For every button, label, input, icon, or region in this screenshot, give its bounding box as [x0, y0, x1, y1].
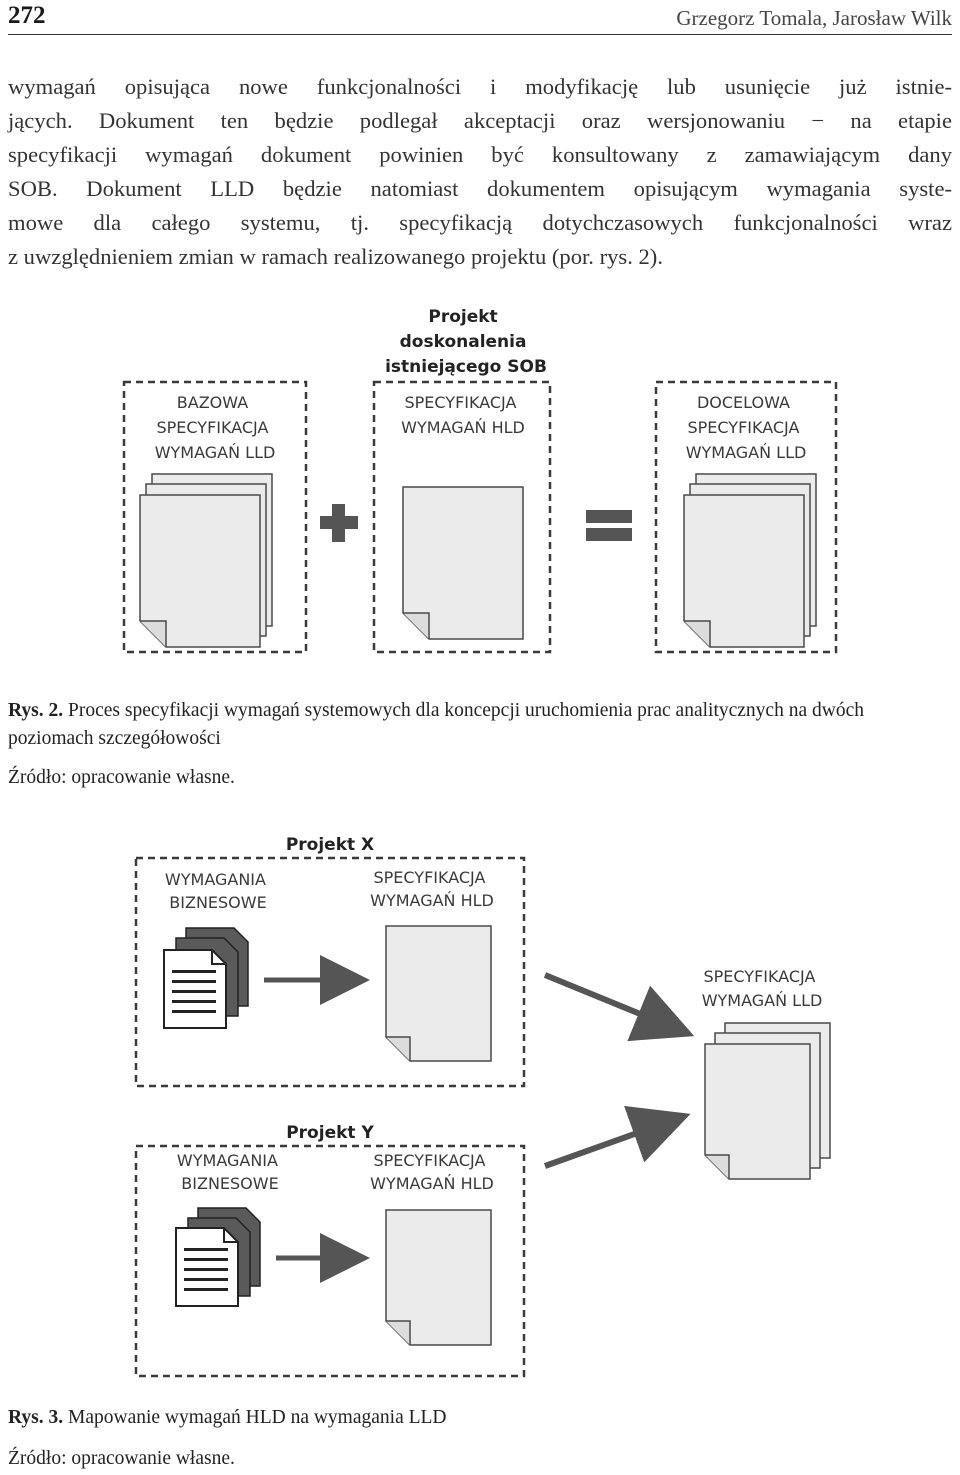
business-label-y: WYMAGANIA BIZNESOWE [177, 1151, 283, 1193]
caption-label: Rys. 2. [8, 700, 64, 721]
document-stack-icon [683, 473, 817, 648]
running-header: 272 Grzegorz Tomala, Jarosław Wilk [8, 0, 952, 35]
caption-label: Rys. 3. [8, 1407, 64, 1428]
project-y-title: Projekt Y [286, 1123, 374, 1143]
project-x-title: Projekt X [286, 835, 374, 855]
baseline-lld-box [122, 380, 308, 654]
figure-2-caption: Rys. 2. Proces specyfikacji wymagań syst… [8, 697, 952, 753]
business-documents-icon [163, 927, 249, 1029]
paragraph-line: SOB. Dokument LLD będzie natomiast dokum… [8, 176, 952, 201]
mapping-arrow-y [543, 1105, 691, 1169]
running-head-authors: Grzegorz Tomala, Jarosław Wilk [676, 6, 952, 30]
hld-label-x: SPECYFIKACJA WYMAGAŃ HLD [370, 868, 494, 910]
caption-text: Mapowanie wymagań HLD na wymagania LLD [68, 1407, 447, 1428]
figure-2: Projekt doskonalenia istniejącego SOB BA… [122, 307, 838, 654]
plus-icon [320, 504, 358, 542]
target-lld-document-stack-icon [704, 1022, 831, 1180]
target-lld-box [654, 380, 838, 654]
project-y-box [134, 1144, 526, 1378]
hld-box [372, 380, 552, 654]
mapping-arrow-x [543, 972, 695, 1042]
equals-icon [586, 510, 632, 541]
hld-document-icon-x [385, 925, 492, 1062]
hld-label: SPECYFIKACJA WYMAGAŃ HLD [401, 393, 525, 437]
hld-label-y: SPECYFIKACJA WYMAGAŃ HLD [370, 1151, 494, 1193]
paragraph-line: z uwzględnieniem zmian w ramach realizow… [8, 244, 663, 269]
caption-text: Proces specyfikacji wymagań systemowych … [8, 700, 864, 749]
paragraph-line: mowe dla całego systemu, tj. specyfikacj… [8, 210, 952, 235]
page-number: 272 [8, 2, 46, 29]
paragraph-line: specyfikacji wymagań dokument powinien b… [8, 142, 952, 167]
figure-3-source: Źródło: opracowanie własne. [8, 1448, 235, 1469]
figure-3-caption: Rys. 3. Mapowanie wymagań HLD na wymagan… [8, 1404, 952, 1432]
hld-document-icon-y [385, 1209, 492, 1346]
project-x-box [134, 856, 526, 1088]
document-icon [402, 486, 524, 640]
document-stack-icon [139, 473, 273, 648]
target-lld-label-3: SPECYFIKACJA WYMAGAŃ LLD [702, 967, 823, 1010]
paragraph-line: wymagań opisująca nowe funkcjonalności i… [8, 74, 952, 99]
baseline-lld-label: BAZOWA SPECYFIKACJA WYMAGAŃ LLD [155, 393, 276, 462]
figure-3: Projekt X WYMAGANIA BIZNESOWE SPECYFIKAC… [134, 835, 831, 1378]
business-label-x: WYMAGANIA BIZNESOWE [165, 870, 271, 912]
body-paragraph: wymagań opisująca nowe funkcjonalności i… [8, 70, 952, 274]
project-title: Projekt doskonalenia istniejącego SOB [385, 307, 547, 377]
business-documents-icon [175, 1207, 261, 1307]
figure-2-source: Źródło: opracowanie własne. [8, 767, 235, 788]
paragraph-line: jących. Dokument ten będzie podlegał akc… [8, 108, 952, 133]
target-lld-label: DOCELOWA SPECYFIKACJA WYMAGAŃ LLD [686, 393, 807, 462]
